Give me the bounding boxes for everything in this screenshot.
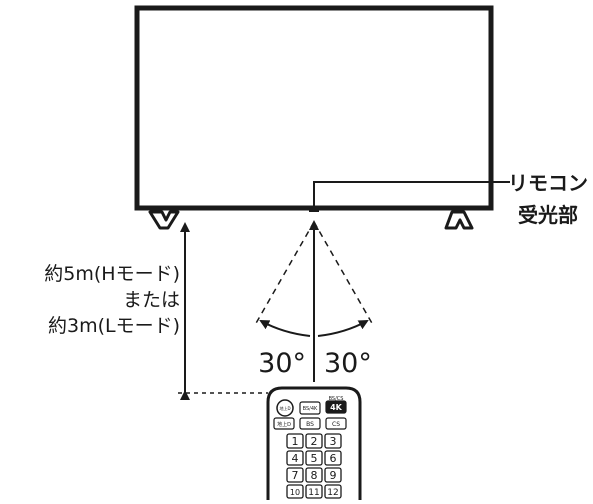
angle-arc-left — [259, 320, 311, 337]
remote-number-label: 2 — [311, 435, 318, 448]
remote-number-label: 1 — [292, 435, 299, 448]
tv — [134, 5, 494, 230]
remote-button-round — [276, 399, 294, 417]
distance-label-line3: 約3m(Lモード) — [48, 315, 180, 337]
sensor-label-line1: リモコン — [508, 171, 588, 195]
remote-number-button — [305, 484, 323, 499]
distance-label-line2: または — [123, 289, 180, 311]
remote-control: 地上D BS/4K BS/CS 4K 地上D BS CS 1 2 3 4 5 6 — [266, 386, 362, 504]
remote-number-label: 3 — [330, 435, 337, 448]
sensor-leader-line — [313, 181, 510, 211]
remote-number-button — [286, 433, 304, 449]
remote-number-grid: 1 2 3 4 5 6 7 8 9 10 11 12 — [286, 433, 342, 499]
angle-ray-right — [313, 221, 374, 326]
remote-number-button — [286, 484, 304, 499]
tv-screen — [134, 5, 494, 211]
angle-arc-right — [317, 320, 369, 337]
remote-button-4k — [325, 400, 347, 414]
remote-number-button — [286, 467, 304, 483]
remote-number-button — [324, 433, 342, 449]
tv-stand-right — [444, 210, 474, 230]
remote-number-button — [324, 450, 342, 466]
remote-number-label: 6 — [330, 452, 337, 465]
remote-number-label: 11 — [308, 488, 319, 498]
remote-number-label: 4 — [292, 452, 299, 465]
sensor-label-line2: 受光部 — [518, 203, 578, 227]
remote-number-label: 7 — [292, 469, 299, 482]
remote-number-label: 12 — [327, 488, 338, 498]
angle-label-left: 30° — [258, 348, 306, 379]
remote-button-bs4k-label: BS/4K — [303, 406, 318, 412]
remote-number-button — [305, 450, 323, 466]
remote-button-bs-label: BS — [306, 421, 314, 428]
remote-button-bs — [299, 417, 321, 430]
remote-button-cs-label: CS — [332, 421, 340, 428]
remote-button-4k-label: 4K — [330, 403, 343, 412]
remote-number-label: 8 — [311, 469, 318, 482]
remote-button-bs4k — [299, 401, 321, 415]
tv-stand-left — [148, 210, 180, 230]
remote-button-round-label: 地上D — [279, 405, 290, 411]
distance-label-line1: 約5m(Hモード) — [44, 263, 180, 285]
remote-number-button — [305, 433, 323, 449]
remote-number-label: 9 — [330, 469, 337, 482]
remote-number-button — [324, 484, 342, 499]
remote-number-label: 10 — [290, 488, 300, 497]
remote-bscs-top-label: BS/CS — [329, 396, 344, 402]
angle-ray-left — [254, 221, 315, 326]
remote-number-label: 5 — [311, 452, 318, 465]
remote-button-terrestrial-label: 地上D — [277, 421, 291, 428]
angle-label-right: 30° — [324, 348, 372, 379]
remote-number-button — [305, 467, 323, 483]
remote-button-terrestrial — [273, 417, 295, 430]
remote-button-cs — [325, 417, 347, 430]
remote-number-button — [324, 467, 342, 483]
remote-number-button — [286, 450, 304, 466]
